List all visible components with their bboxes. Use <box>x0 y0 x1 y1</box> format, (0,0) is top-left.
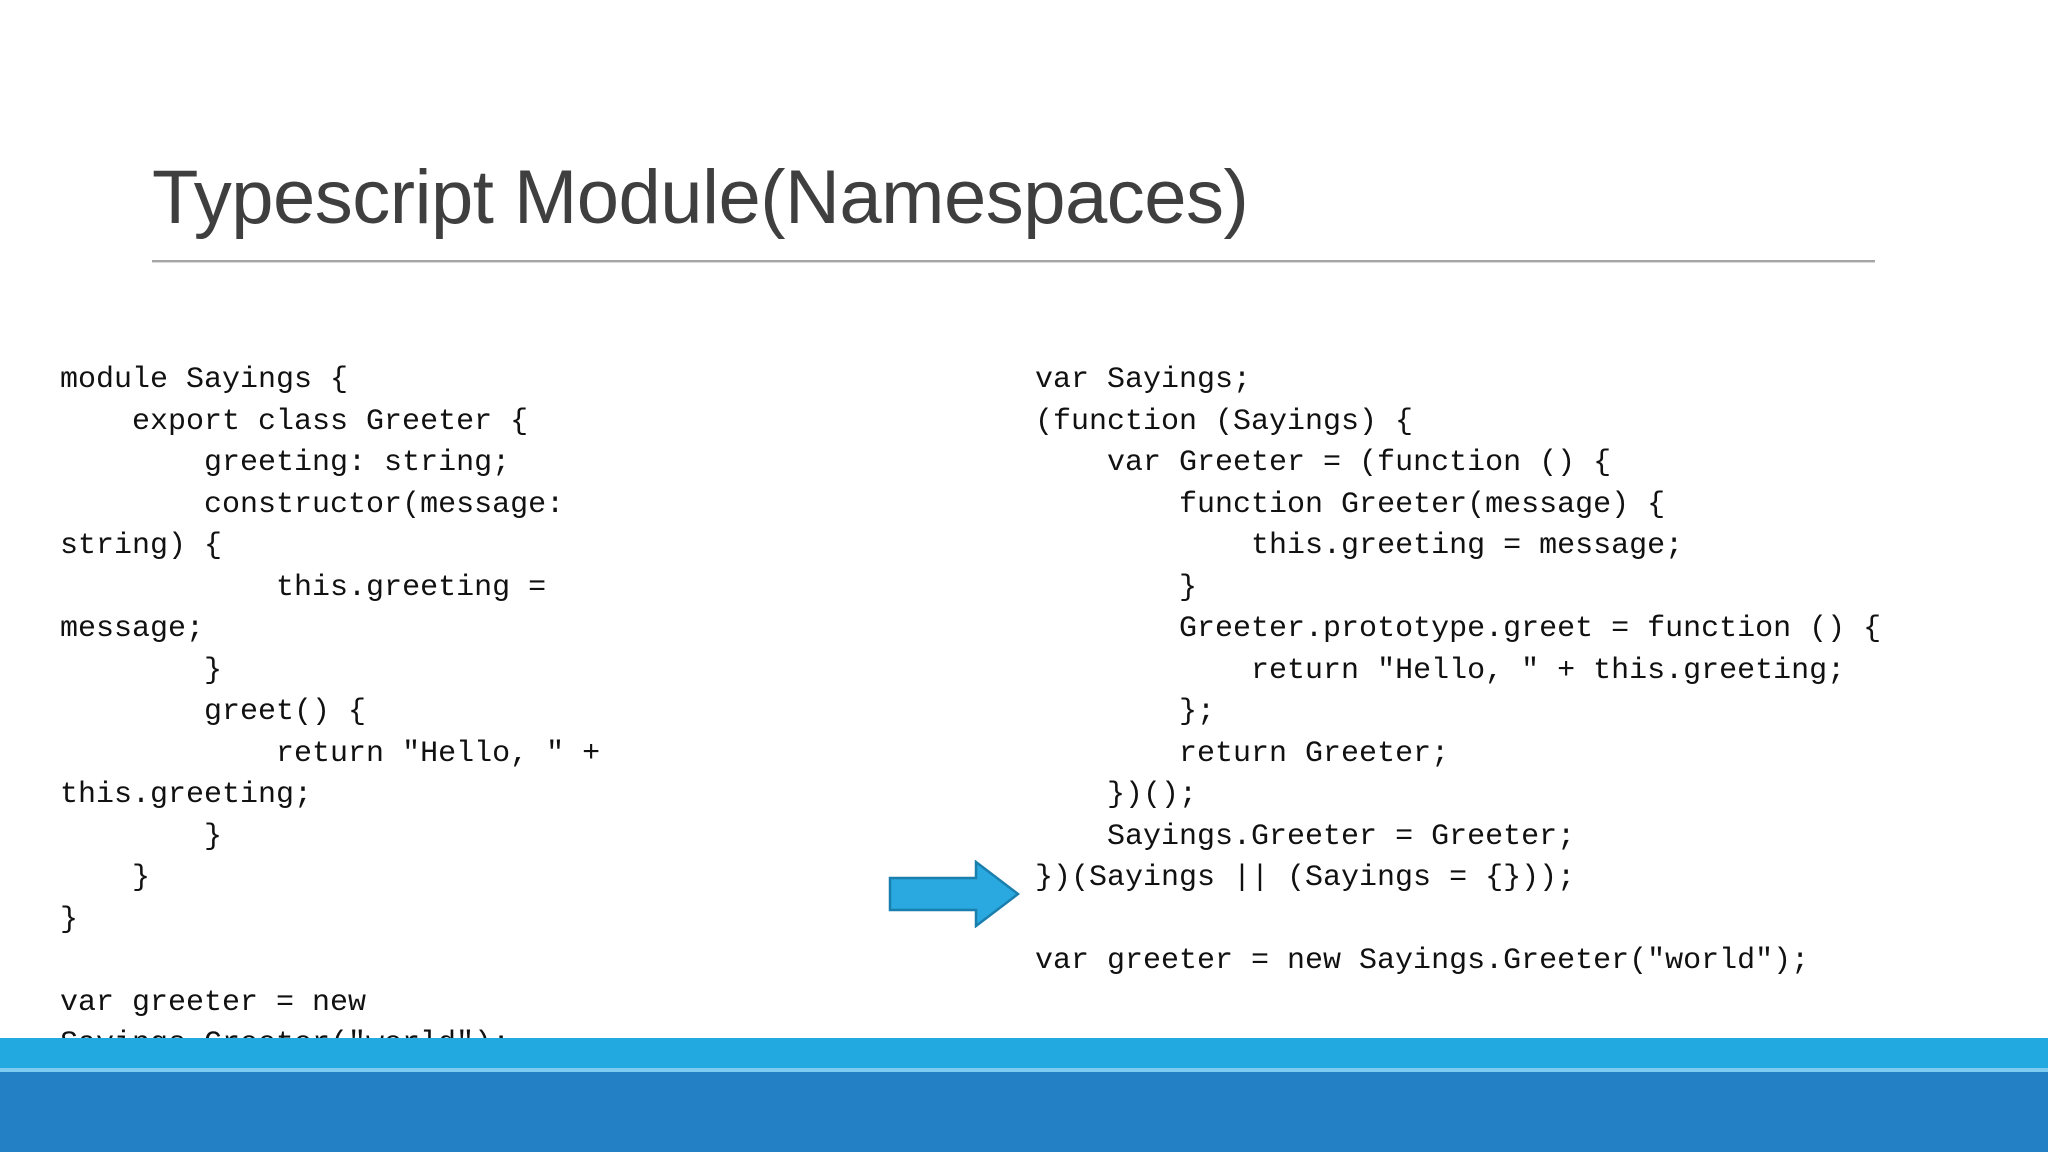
title-divider <box>152 260 1875 263</box>
footer-separator-line <box>0 1068 2048 1072</box>
code-line: })(Sayings || (Sayings = {})); <box>1035 861 1576 895</box>
code-line: } <box>60 653 223 688</box>
code-line: function Greeter(message) { <box>1035 487 1666 522</box>
code-line: return "Hello, " + this.greeting; <box>1035 653 1846 688</box>
code-line: Greeter.prototype.greet = function () { <box>1035 612 1882 646</box>
footer-dark-bar <box>0 1072 2048 1152</box>
code-line: (function (Sayings) { <box>1035 404 1414 439</box>
right-arrow-icon <box>888 860 1020 928</box>
code-line: } <box>60 819 223 854</box>
code-comparison-area: module Sayings { export class Greeter { … <box>0 360 2048 1061</box>
code-line <box>60 941 705 983</box>
javascript-output-code-block: var Sayings; (function (Sayings) { var Gr… <box>1035 360 2045 983</box>
code-line: export class Greeter { <box>60 404 529 439</box>
title-block: Typescript Module(Namespaces) <box>152 150 1882 263</box>
code-line: this.greeting = message; <box>1035 529 1684 563</box>
code-line: })(); <box>1035 778 1198 812</box>
footer-bars <box>0 1038 2048 1152</box>
code-line <box>1035 900 2045 942</box>
code-line: } <box>60 902 79 937</box>
right-arrow-glyph <box>888 860 1020 928</box>
code-line: this.greeting = message; <box>60 570 565 647</box>
code-line: constructor(message: string) { <box>60 487 583 564</box>
footer-light-bar <box>0 1038 2048 1068</box>
code-line: Sayings.Greeter = Greeter; <box>1035 819 1576 854</box>
page-title: Typescript Module(Namespaces) <box>152 155 1249 240</box>
code-line: }; <box>1035 695 1216 729</box>
code-line: return "Hello, " + this.greeting; <box>60 736 619 813</box>
code-line: greeting: string; <box>60 446 511 480</box>
code-line: } <box>1035 570 1198 605</box>
code-line: greet() { <box>60 695 367 729</box>
code-line: var Greeter = (function () { <box>1035 446 1612 480</box>
code-line: return Greeter; <box>1035 736 1450 771</box>
typescript-source-code-block: module Sayings { export class Greeter { … <box>60 360 705 1066</box>
code-line: module Sayings { <box>60 363 349 397</box>
code-line: } <box>60 861 151 895</box>
code-line: var Sayings; <box>1035 363 1252 397</box>
code-line: var greeter = new Sayings.Greeter("world… <box>1035 944 1810 978</box>
